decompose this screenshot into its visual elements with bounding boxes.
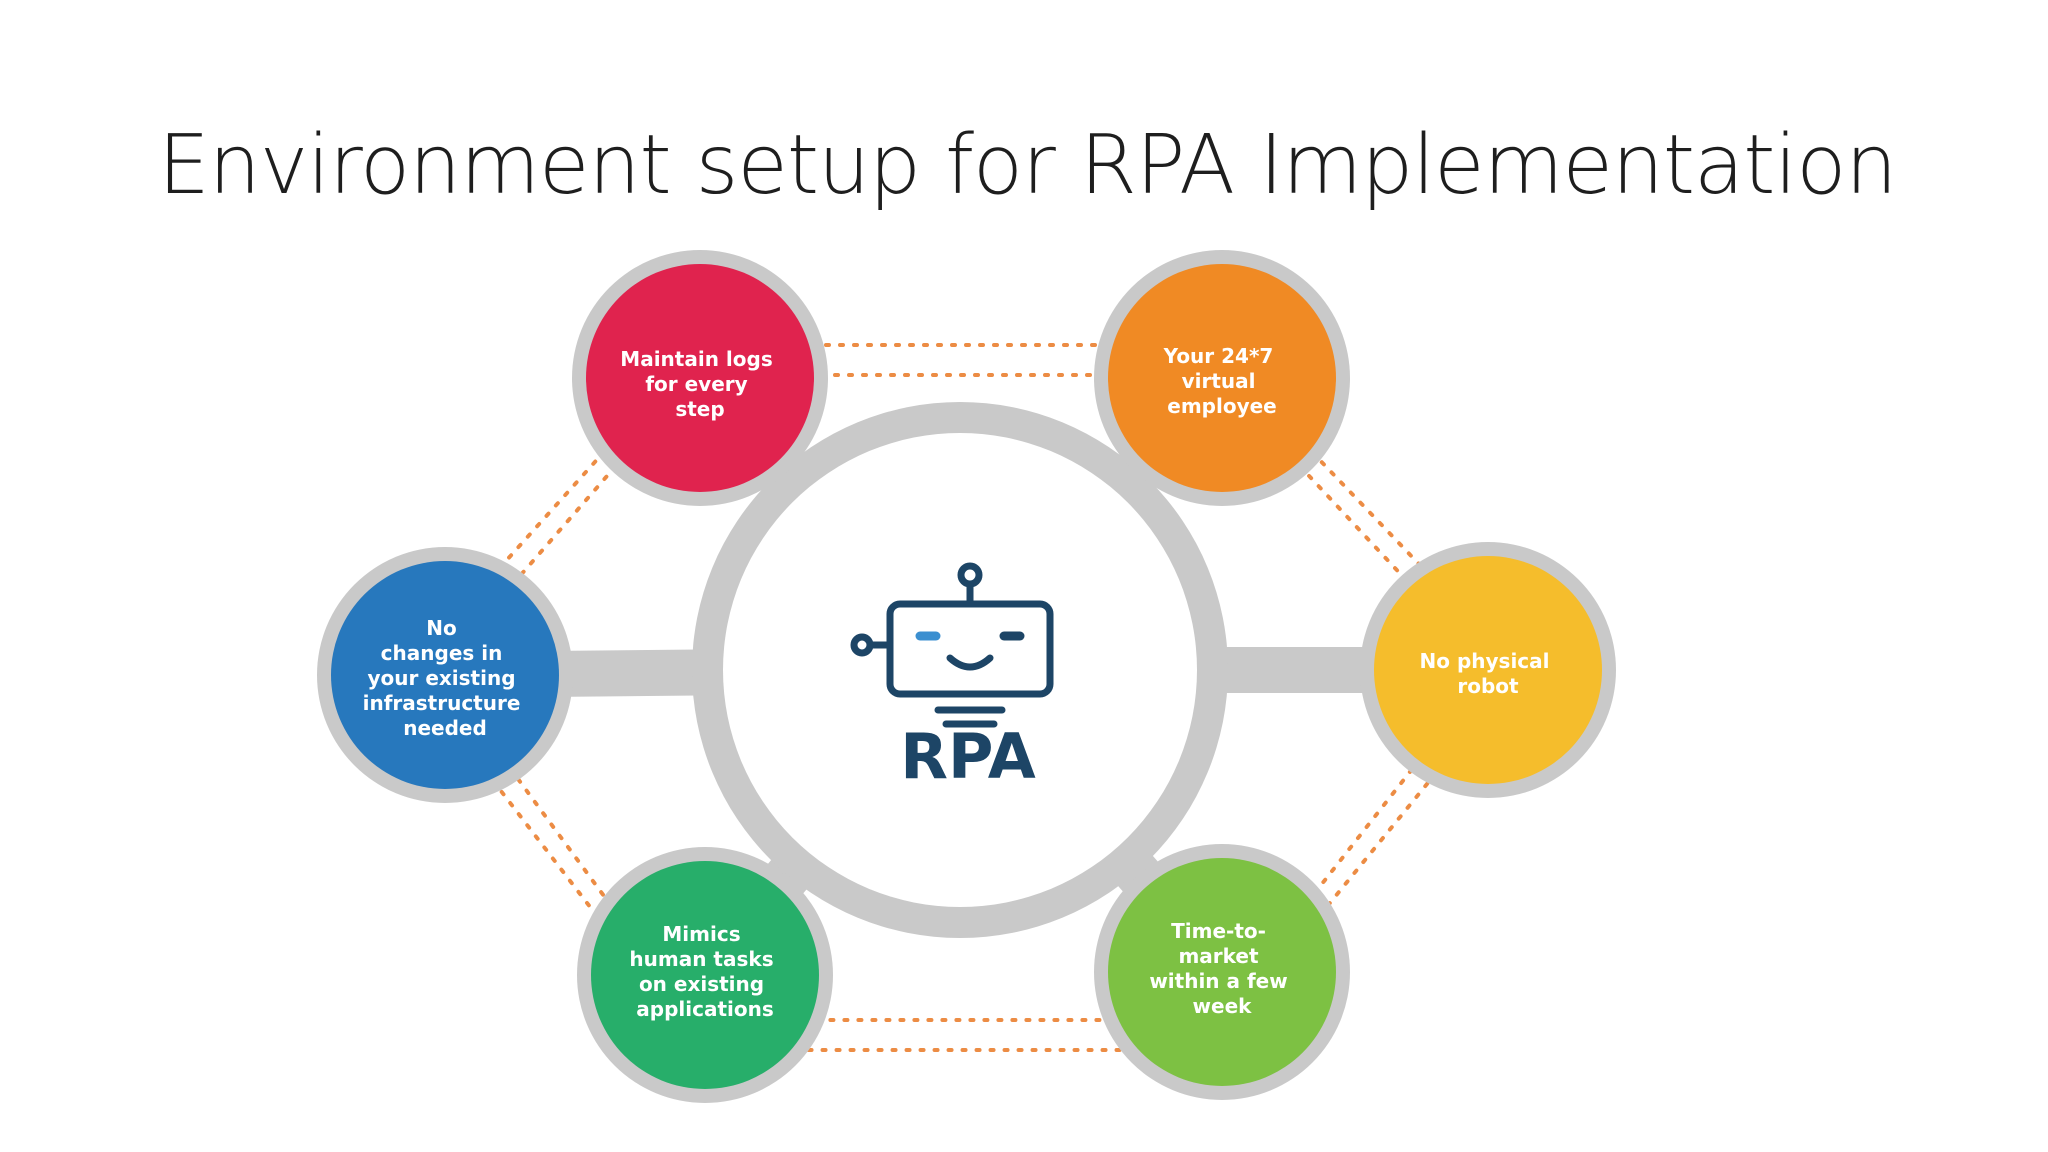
node-mimics-human-tasks-label: Mimics human tasks on existing applicati… bbox=[629, 922, 780, 1021]
node-no-changes-label: No changes in your existing infrastructu… bbox=[363, 616, 528, 740]
node-maintain-logs: Maintain logs for every step bbox=[572, 250, 828, 506]
center-hub bbox=[692, 402, 1228, 938]
robot-icon bbox=[850, 562, 1054, 728]
node-virtual-employee-label: Your 24*7 virtual employee bbox=[1163, 344, 1281, 418]
slide-title: Environment setup for RPA Implementation bbox=[158, 118, 1897, 213]
node-time-to-market-label: Time-to- market within a few week bbox=[1149, 919, 1294, 1018]
node-maintain-logs-label: Maintain logs for every step bbox=[620, 347, 779, 421]
node-mimics-human-tasks: Mimics human tasks on existing applicati… bbox=[577, 847, 833, 1103]
node-time-to-market: Time-to- market within a few week bbox=[1094, 844, 1350, 1100]
node-no-physical-robot-label: No physical robot bbox=[1420, 649, 1557, 698]
node-no-changes: No changes in your existing infrastructu… bbox=[317, 547, 573, 803]
node-virtual-employee: Your 24*7 virtual employee bbox=[1094, 250, 1350, 506]
node-no-physical-robot: No physical robot bbox=[1360, 542, 1616, 798]
center-label: RPA bbox=[900, 720, 1035, 793]
